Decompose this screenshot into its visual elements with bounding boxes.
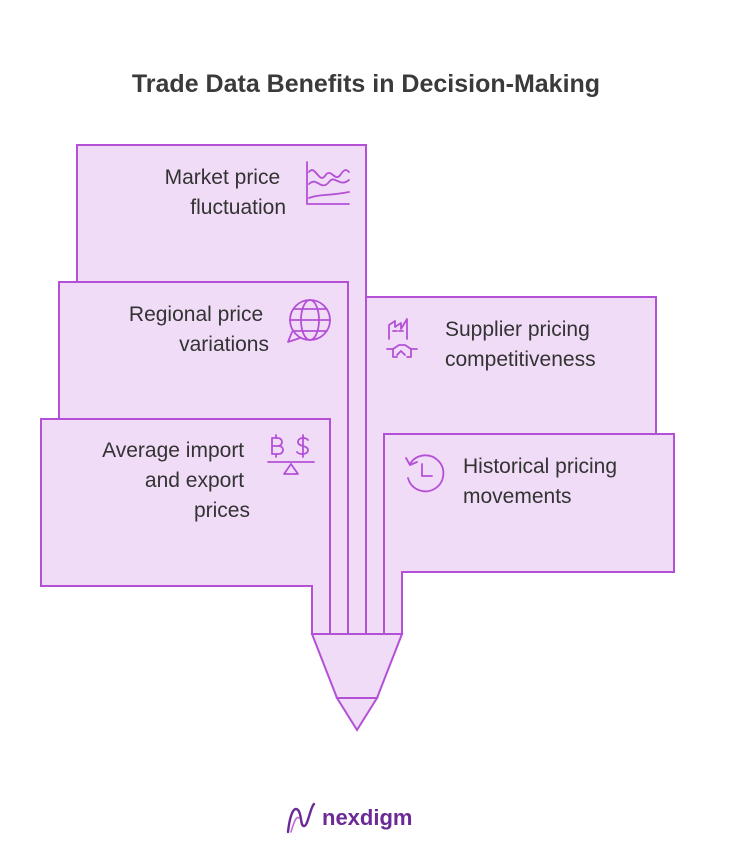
- svg-text:Historical pricing movem: Historical pricing movements: [463, 455, 623, 508]
- globe-icon: [287, 299, 331, 343]
- funnel-tip: [310, 633, 404, 732]
- item-regional-price-variations: Regional price variations: [58, 281, 349, 635]
- line-chart-icon: [306, 161, 350, 205]
- item-label-line: and export: [145, 469, 244, 492]
- item-label-line: Historical pricing: [463, 455, 617, 478]
- item-average-import-export-prices: Average import and export prices: [40, 418, 331, 635]
- nexdigm-logo-icon: [286, 802, 316, 834]
- item-label-line: Supplier pricing: [445, 318, 590, 341]
- item-label-line: variations: [179, 333, 269, 356]
- svg-text:Average import and expor: Average import and export prices: [102, 439, 250, 522]
- item-label-line: Average import: [102, 439, 244, 462]
- item-label-line: fluctuation: [190, 196, 286, 219]
- item-label-line: Regional price: [129, 303, 263, 326]
- item-historical-pricing-movements: Historical pricing movements: [383, 433, 675, 635]
- svg-text:Supplier pricing competi: Supplier pricing competitiveness: [445, 318, 596, 371]
- svg-text:Regional price variation: Regional price variations: [129, 303, 269, 356]
- handshake-factory-icon: [386, 318, 418, 358]
- history-clock-icon: [405, 454, 445, 493]
- svg-text:Market price fluctuation: Market price fluctuation: [165, 166, 286, 219]
- brand-logo: nexdigm: [286, 802, 412, 834]
- brand-name: nexdigm: [322, 805, 412, 830]
- item-label-line: Market price: [165, 166, 281, 189]
- page-title: Trade Data Benefits in Decision-Making: [132, 70, 600, 98]
- item-label-line: prices: [194, 499, 250, 522]
- item-label-line: competitiveness: [445, 348, 596, 371]
- item-label-line: movements: [463, 485, 572, 508]
- currency-balance-icon: [267, 434, 315, 475]
